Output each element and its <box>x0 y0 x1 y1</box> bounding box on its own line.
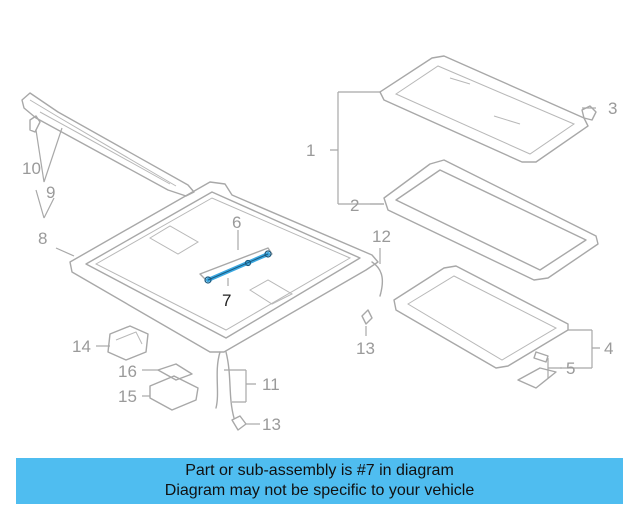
part-9-header-rail <box>21 92 195 197</box>
callout-13-lower: 13 <box>262 415 281 434</box>
callout-11: 11 <box>262 375 280 394</box>
callout-9: 9 <box>46 183 55 202</box>
callout-4: 4 <box>604 339 613 358</box>
part-5-guide <box>517 351 557 389</box>
part-6-bracket <box>199 247 273 281</box>
part-10-clip <box>29 115 41 133</box>
parts-diagram: 1 2 3 4 5 6 7 8 9 10 11 12 13 13 14 16 1… <box>21 55 617 434</box>
part-4-sunshade <box>393 265 569 369</box>
callout-7: 7 <box>222 291 231 310</box>
part-14-motor <box>107 325 149 361</box>
banner-line-2: Diagram may not be specific to your vehi… <box>164 482 475 499</box>
callout-15: 15 <box>118 387 137 406</box>
callout-5: 5 <box>566 359 575 378</box>
part-8-sunroof-frame <box>69 181 379 353</box>
part-2-seal <box>383 159 599 281</box>
leader-lines <box>35 91 600 425</box>
callout-labels: 1 2 3 4 5 6 7 8 9 10 11 12 13 13 14 16 1… <box>22 99 617 434</box>
part-1-glass-panel <box>379 55 589 163</box>
part-15-plate <box>149 375 199 411</box>
banner-line-1: Part or sub-assembly is #7 in diagram <box>185 462 454 479</box>
callout-13-upper: 13 <box>356 339 375 358</box>
part-3-bolt <box>581 105 597 121</box>
callout-10: 10 <box>22 159 41 178</box>
callout-16: 16 <box>118 362 137 381</box>
callout-1: 1 <box>306 141 315 160</box>
callout-8: 8 <box>38 229 47 248</box>
part-12-hose <box>371 261 384 297</box>
callout-6: 6 <box>232 213 241 232</box>
info-banner: Part or sub-assembly is #7 in diagram Di… <box>16 458 623 504</box>
callout-3: 3 <box>608 99 617 118</box>
part-16-bracket <box>157 363 193 381</box>
part-7-highlighted <box>204 250 272 284</box>
callout-14: 14 <box>72 337 91 356</box>
callout-12: 12 <box>372 227 391 246</box>
part-13-grommet-top <box>361 309 373 325</box>
part-11-drain-hoses <box>215 351 235 419</box>
callout-2: 2 <box>350 196 359 215</box>
